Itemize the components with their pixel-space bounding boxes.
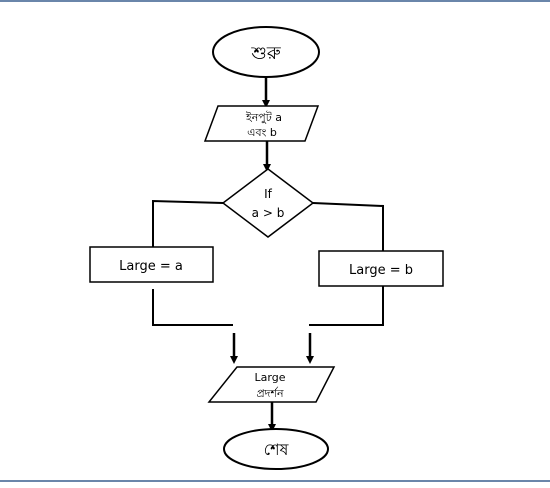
end-terminal: [223, 428, 329, 470]
start-label: শুরু: [250, 43, 281, 64]
left-process-label: Large = a: [119, 259, 183, 274]
output-label-line1: Large: [255, 371, 286, 384]
decision-label-line1: If: [264, 187, 273, 201]
output-parallelogram: [207, 366, 336, 403]
decision-label-line2: a > b: [252, 206, 285, 220]
output-label-line2: প্রদর্শন: [256, 387, 283, 400]
end-label: শেষ: [264, 440, 290, 459]
right-process-label: Large = b: [349, 263, 413, 278]
left-merge-line: [152, 289, 233, 326]
input-label-line1: ইনপুট a: [245, 111, 282, 124]
input-parallelogram: [203, 105, 320, 142]
decision-diamond: [221, 168, 315, 238]
left-branch-line: [152, 199, 224, 247]
right-process-box: [318, 250, 444, 287]
left-process-box: [89, 246, 214, 283]
right-merge-line: [309, 286, 384, 326]
right-branch-line: [312, 202, 384, 251]
input-label-line2: এবং b: [247, 126, 277, 139]
